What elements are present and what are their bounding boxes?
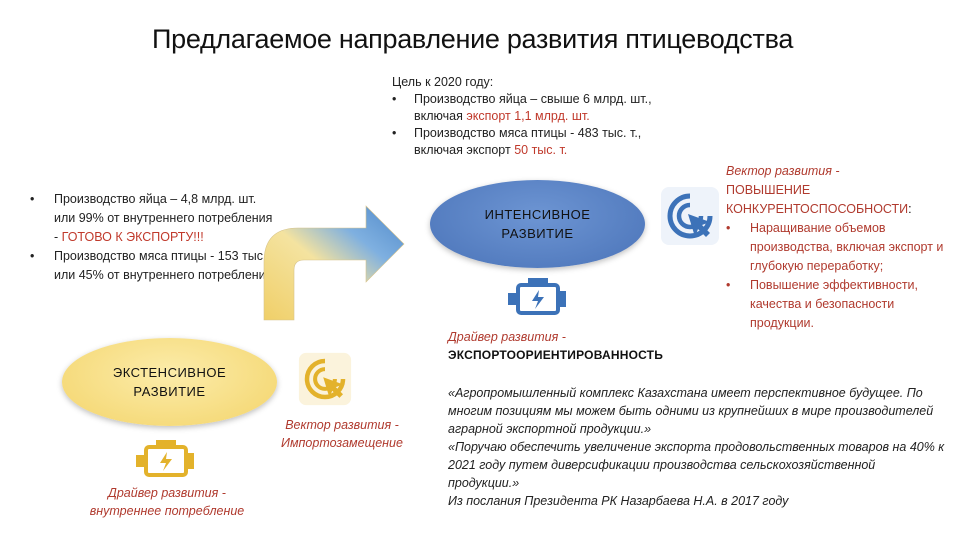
engine-icon — [136, 440, 194, 477]
quote-source: Из послания Президента РК Назарбаева Н.А… — [448, 494, 789, 508]
vector-head-line3: КОНКУРЕНТОСПОСОБНОСТИ — [726, 202, 909, 216]
extensive-label: ЭКСТЕНСИВНОЕ РАЗВИТИЕ — [112, 365, 227, 399]
export-driver-name: ЭКСПОРТООРИЕНТИРОВАННОСТЬ — [448, 348, 664, 362]
engine-icon — [508, 278, 566, 315]
goal-block: Цель к 2020 году: Производство яйца – св… — [392, 74, 712, 159]
page-title: Предлагаемое направление развития птицев… — [152, 24, 794, 54]
goal-item-meat: Производство мяса птицы - 483 тыс. т., в… — [392, 125, 712, 159]
vector-head-label: Вектор развития - — [726, 164, 840, 178]
internal-consumption-driver: Драйвер развития - внутреннее потреблени… — [89, 486, 245, 518]
bent-arrow-icon — [263, 205, 405, 321]
export-driver: Драйвер развития - ЭКСПОРТООРИЕНТИРОВАНН… — [448, 330, 664, 362]
president-quotes: «Агропромышленный комплекс Казахстана им… — [448, 384, 948, 510]
current-meat-item: Производство мяса птицы - 153 тыс. т. ил… — [30, 247, 280, 285]
quote-2: «Поручаю обеспечить увеличение экспорта … — [448, 440, 945, 490]
goal-meat-export: 50 тыс. т. — [514, 143, 568, 157]
intensive-label: ИНТЕНСИВНОЕ РАЗВИТИЕ — [484, 207, 591, 241]
extensive-development-ellipse: ЭКСТЕНСИВНОЕ РАЗВИТИЕ — [62, 338, 277, 426]
current-state-list: Производство яйца – 4,8 млрд. шт. или 99… — [30, 190, 280, 285]
import-substitution-vector: Вектор развития - Импортозамещение — [281, 418, 403, 450]
intensive-development-ellipse: ИНТЕНСИВНОЕ РАЗВИТИЕ — [430, 180, 645, 268]
vector-head-line2: ПОВЫШЕНИЕ — [726, 183, 811, 197]
goal-eggs-export: экспорт 1,1 млрд. шт. — [466, 109, 590, 123]
competitiveness-vector: Вектор развития - ПОВЫШЕНИЕ КОНКУРЕНТОСП… — [726, 162, 946, 333]
ready-export-text: ГОТОВО К ЭКСПОРТУ!!! — [61, 230, 204, 244]
current-eggs-item: Производство яйца – 4,8 млрд. шт. или 99… — [30, 190, 280, 247]
cursor-target-icon — [661, 187, 719, 245]
vector-item-quality: Повышение эффективности, качества и безо… — [726, 276, 946, 333]
quote-1: «Агропромышленный комплекс Казахстана им… — [448, 386, 934, 436]
vector-item-volume: Наращивание объемов производства, включа… — [726, 219, 946, 276]
goal-heading: Цель к 2020 году: — [392, 75, 494, 89]
goal-item-eggs: Производство яйца – свыше 6 млрд. шт., в… — [392, 91, 712, 125]
cursor-target-icon — [298, 352, 352, 406]
